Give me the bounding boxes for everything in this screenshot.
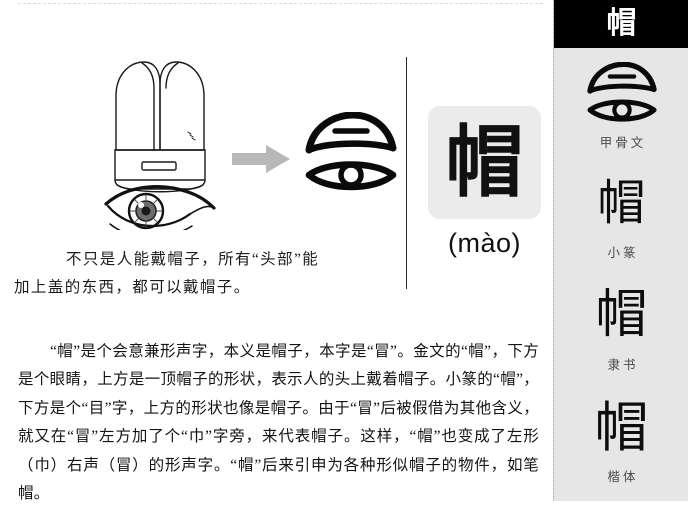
sidebar-header-glyph: 帽 <box>606 7 637 40</box>
oracle-bone-glyph-icon <box>586 62 657 122</box>
sidebar-header: 帽 <box>554 0 688 48</box>
clerical-script-glyph: 帽 <box>595 287 648 344</box>
illustration-band: 帽 (mào) <box>0 46 553 289</box>
body-paragraph: “帽”是个会意兼形声字，本义是帽子，本字是“冒”。金文的“帽”，下方是个眼睛，上… <box>18 342 539 503</box>
hat-over-eye-drawing <box>104 61 216 230</box>
regular-script-art: 帽 <box>554 392 688 464</box>
script-label-seal: 小篆 <box>607 246 639 260</box>
top-divider-rule <box>18 3 543 4</box>
regular-script-glyph: 帽 <box>594 398 649 458</box>
script-entry-clerical[interactable]: 帽 隶书 <box>554 280 688 373</box>
script-evolution-sidebar: 帽 甲骨文 帽 小篆 帽 隶书 <box>553 0 688 501</box>
right-arrow-icon <box>232 145 290 173</box>
vertical-divider <box>406 57 407 289</box>
oracle-bone-art <box>554 58 688 130</box>
clerical-script-art: 帽 <box>554 280 688 352</box>
seal-script-art: 帽 <box>554 168 688 240</box>
script-entry-regular[interactable]: 帽 楷体 <box>554 392 688 485</box>
script-label-regular: 楷体 <box>607 470 639 484</box>
caption-line-2: 加上盖的东西，都可以戴帽子。 <box>14 279 251 296</box>
oracle-bone-glyph <box>305 112 397 191</box>
script-label-oracle: 甲骨文 <box>599 136 647 150</box>
caption-line-1: 不只是人能戴帽子，所有“头部”能 <box>66 251 320 268</box>
character-pinyin: (mào) <box>447 228 521 258</box>
character-card: 帽 <box>428 106 541 219</box>
script-entry-seal[interactable]: 帽 小篆 <box>554 168 688 261</box>
seal-script-glyph: 帽 <box>597 177 646 230</box>
character-glyph: 帽 <box>445 118 524 206</box>
main-content-column: 帽 (mào) 不只是人能戴帽子，所有“头部”能 加上盖的东西，都可以戴帽子。 … <box>0 3 553 502</box>
script-entry-oracle[interactable]: 甲骨文 <box>554 58 688 151</box>
script-label-clerical: 隶书 <box>607 358 639 372</box>
illustration-caption: 不只是人能戴帽子，所有“头部”能 加上盖的东西，都可以戴帽子。 <box>14 246 406 302</box>
